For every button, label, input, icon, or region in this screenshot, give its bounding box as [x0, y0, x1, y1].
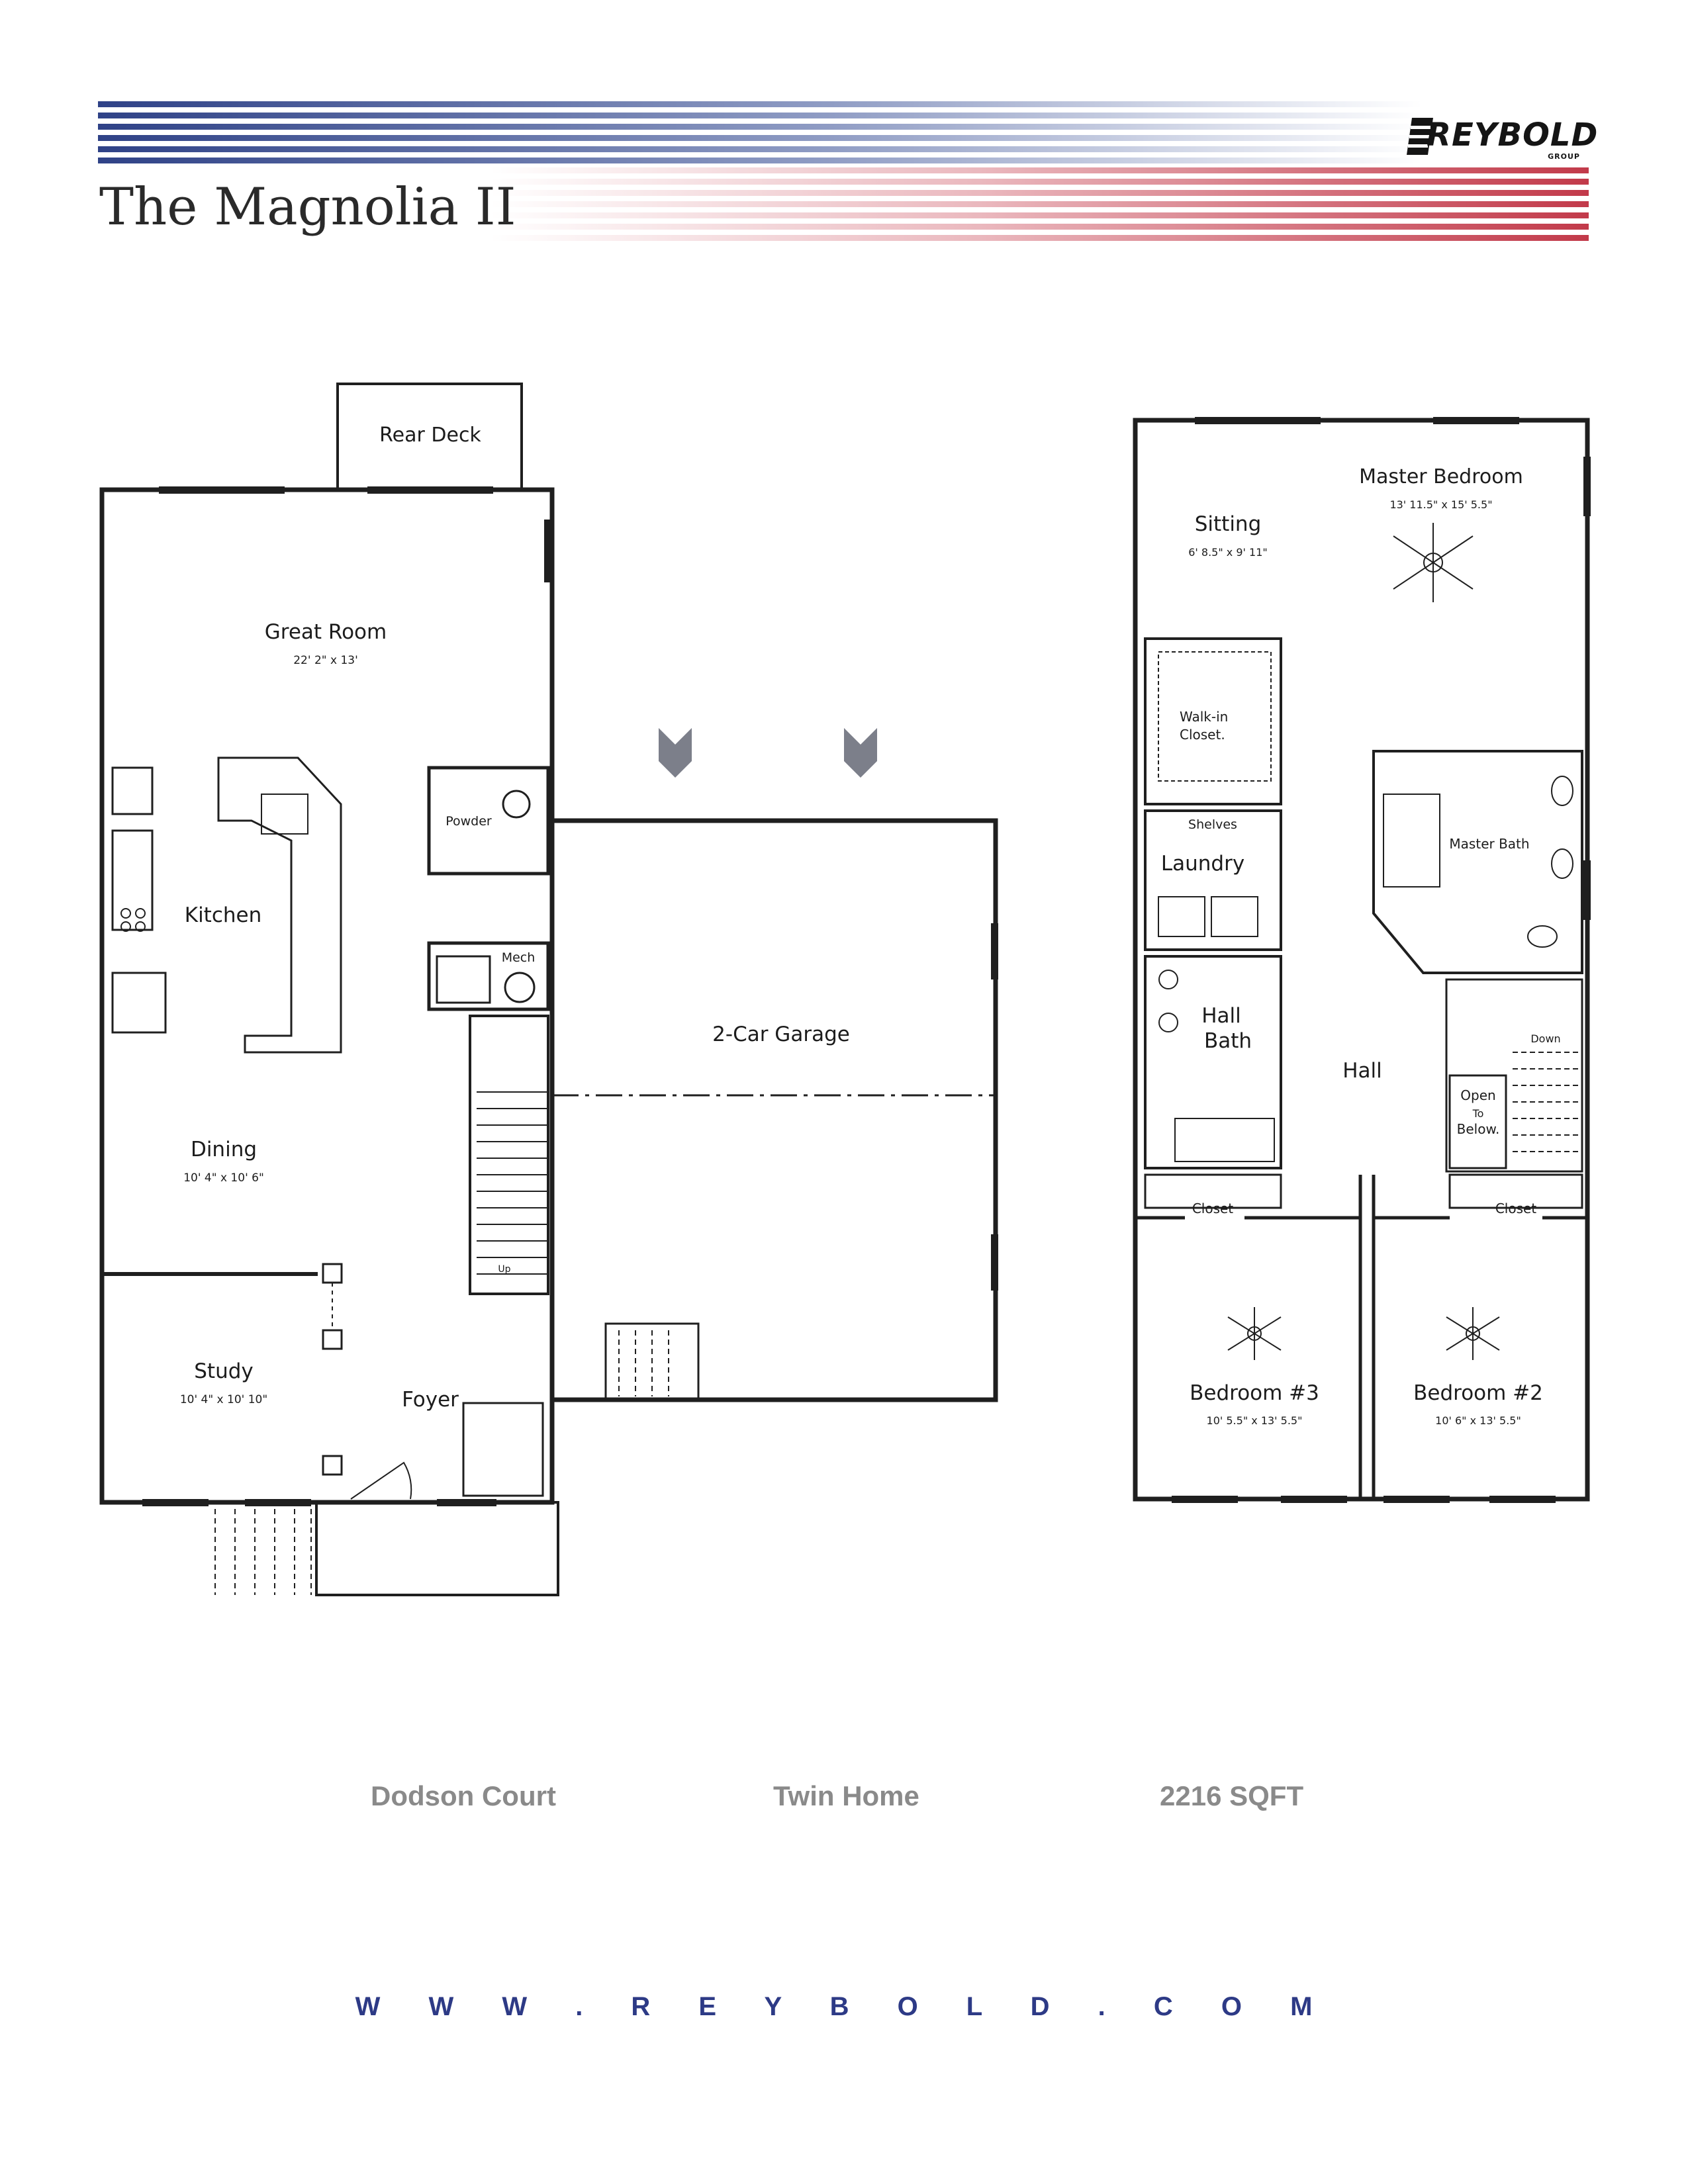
website-link[interactable]: W W W . R E Y B O L D . C O M: [355, 1992, 1333, 2021]
logo-wordmark: REYBOLD: [1427, 116, 1599, 154]
label-shelves: Shelves: [1188, 817, 1237, 832]
label-hall-bath-2: Bath: [1204, 1029, 1252, 1053]
ceiling-fan-icon: [1446, 1307, 1500, 1360]
label-hall: Hall: [1342, 1059, 1382, 1083]
label-mech: Mech: [502, 950, 536, 965]
reybold-logo: REYBOLD GROUP: [1407, 114, 1597, 167]
logo-subtext: GROUP: [1548, 152, 1580, 161]
label-great-room-dim: 22' 2" x 13': [293, 654, 358, 667]
label-kitchen: Kitchen: [185, 903, 262, 927]
label-bedroom-3-dim: 10' 5.5" x 13' 5.5": [1207, 1414, 1303, 1427]
label-rear-deck: Rear Deck: [379, 424, 481, 447]
label-foyer: Foyer: [402, 1388, 459, 1412]
label-master-bath: Master Bath: [1449, 836, 1529, 852]
logo-mark-icon: [1407, 118, 1433, 155]
floor-plans: Rear Deck Great Room 22' 2" x 13' Kitche…: [99, 383, 1591, 1596]
label-garage: 2-Car Garage: [712, 1023, 850, 1046]
label-study: Study: [194, 1359, 254, 1383]
label-down: Down: [1530, 1032, 1560, 1045]
label-open-2: To: [1472, 1107, 1484, 1120]
garage-outline: [549, 818, 998, 1402]
label-laundry: Laundry: [1161, 852, 1244, 876]
label-sitting: Sitting: [1195, 512, 1262, 536]
label-study-dim: 10' 4" x 10' 10": [180, 1393, 267, 1406]
label-bedroom-2: Bedroom #2: [1413, 1381, 1543, 1405]
ceiling-fan-icon: [1393, 523, 1474, 602]
label-dining: Dining: [191, 1138, 257, 1161]
label-powder: Powder: [445, 814, 492, 829]
community-name: Dodson Court: [371, 1780, 556, 1811]
label-walk-in-2: Closet.: [1180, 727, 1225, 743]
label-bedroom-3: Bedroom #3: [1190, 1381, 1319, 1405]
label-dining-dim: 10' 4" x 10' 6": [183, 1171, 264, 1185]
page-title: The Magnolia II: [99, 177, 516, 237]
chevron-arrows: [659, 728, 877, 778]
label-closet-left: Closet: [1192, 1201, 1233, 1216]
second-floor-plan: [1133, 417, 1591, 1503]
label-master-bedroom-dim: 13' 11.5" x 15' 5.5": [1389, 498, 1492, 511]
chevron-down-icon: [844, 728, 877, 778]
label-sitting-dim: 6' 8.5" x 9' 11": [1188, 546, 1268, 559]
first-floor-labels: Rear Deck Great Room 22' 2" x 13' Kitche…: [180, 424, 850, 1412]
label-bedroom-2-dim: 10' 6" x 13' 5.5": [1435, 1414, 1521, 1427]
square-feet: 2216 SQFT: [1160, 1780, 1304, 1811]
red-stripes: [490, 167, 1589, 241]
label-open-1: Open: [1460, 1087, 1495, 1103]
label-stair-up: Up: [498, 1264, 510, 1275]
first-floor-plan: [99, 383, 998, 1596]
header-stripes: [98, 101, 1589, 241]
ceiling-fan-icon: [1227, 1307, 1282, 1360]
label-open-3: Below.: [1457, 1121, 1500, 1137]
chevron-down-icon: [659, 728, 692, 778]
label-hall-bath-1: Hall: [1201, 1004, 1241, 1028]
label-great-room: Great Room: [265, 620, 387, 644]
label-walk-in-1: Walk-in: [1180, 709, 1228, 725]
blue-stripes: [98, 101, 1422, 163]
label-closet-right: Closet: [1495, 1201, 1536, 1216]
label-master-bedroom: Master Bedroom: [1359, 465, 1523, 488]
second-floor-labels: Sitting 6' 8.5" x 9' 11" Master Bedroom …: [1161, 465, 1561, 1427]
home-type: Twin Home: [773, 1780, 919, 1811]
